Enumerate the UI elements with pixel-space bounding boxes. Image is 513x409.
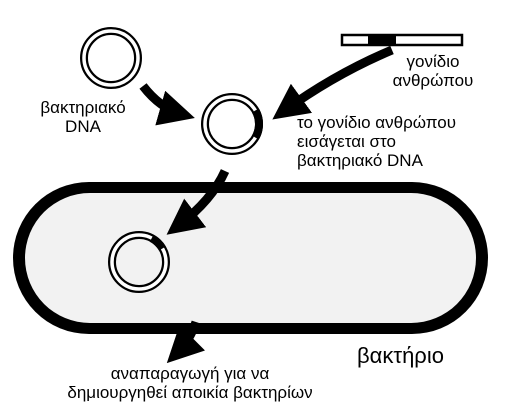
arrow-plasmid-to-recombinant [143, 86, 181, 114]
gene-inserted-label: το γονίδιο ανθρώπου εισάγεται στο βακτηρ… [297, 113, 502, 170]
gene-segment [368, 35, 396, 45]
bacterium-label: βακτήριο [357, 344, 487, 368]
cell-wall-inner [25, 193, 476, 323]
recombinant-plasmid [205, 97, 259, 151]
human-gene-label: γονίδιο ανθρώπου [378, 52, 488, 90]
inserted-gene-mark [255, 111, 259, 138]
bacterial-dna-label: βακτηριακό DNA [18, 98, 148, 136]
human-gene-strip [342, 35, 462, 45]
arrow-gene-to-recombinant [284, 50, 392, 111]
bacterium-cell [13, 182, 488, 334]
bacterial-plasmid [84, 31, 138, 85]
reproduction-label: αναπαραγωγή για να δημιουργηθεί αποικία … [52, 364, 328, 402]
